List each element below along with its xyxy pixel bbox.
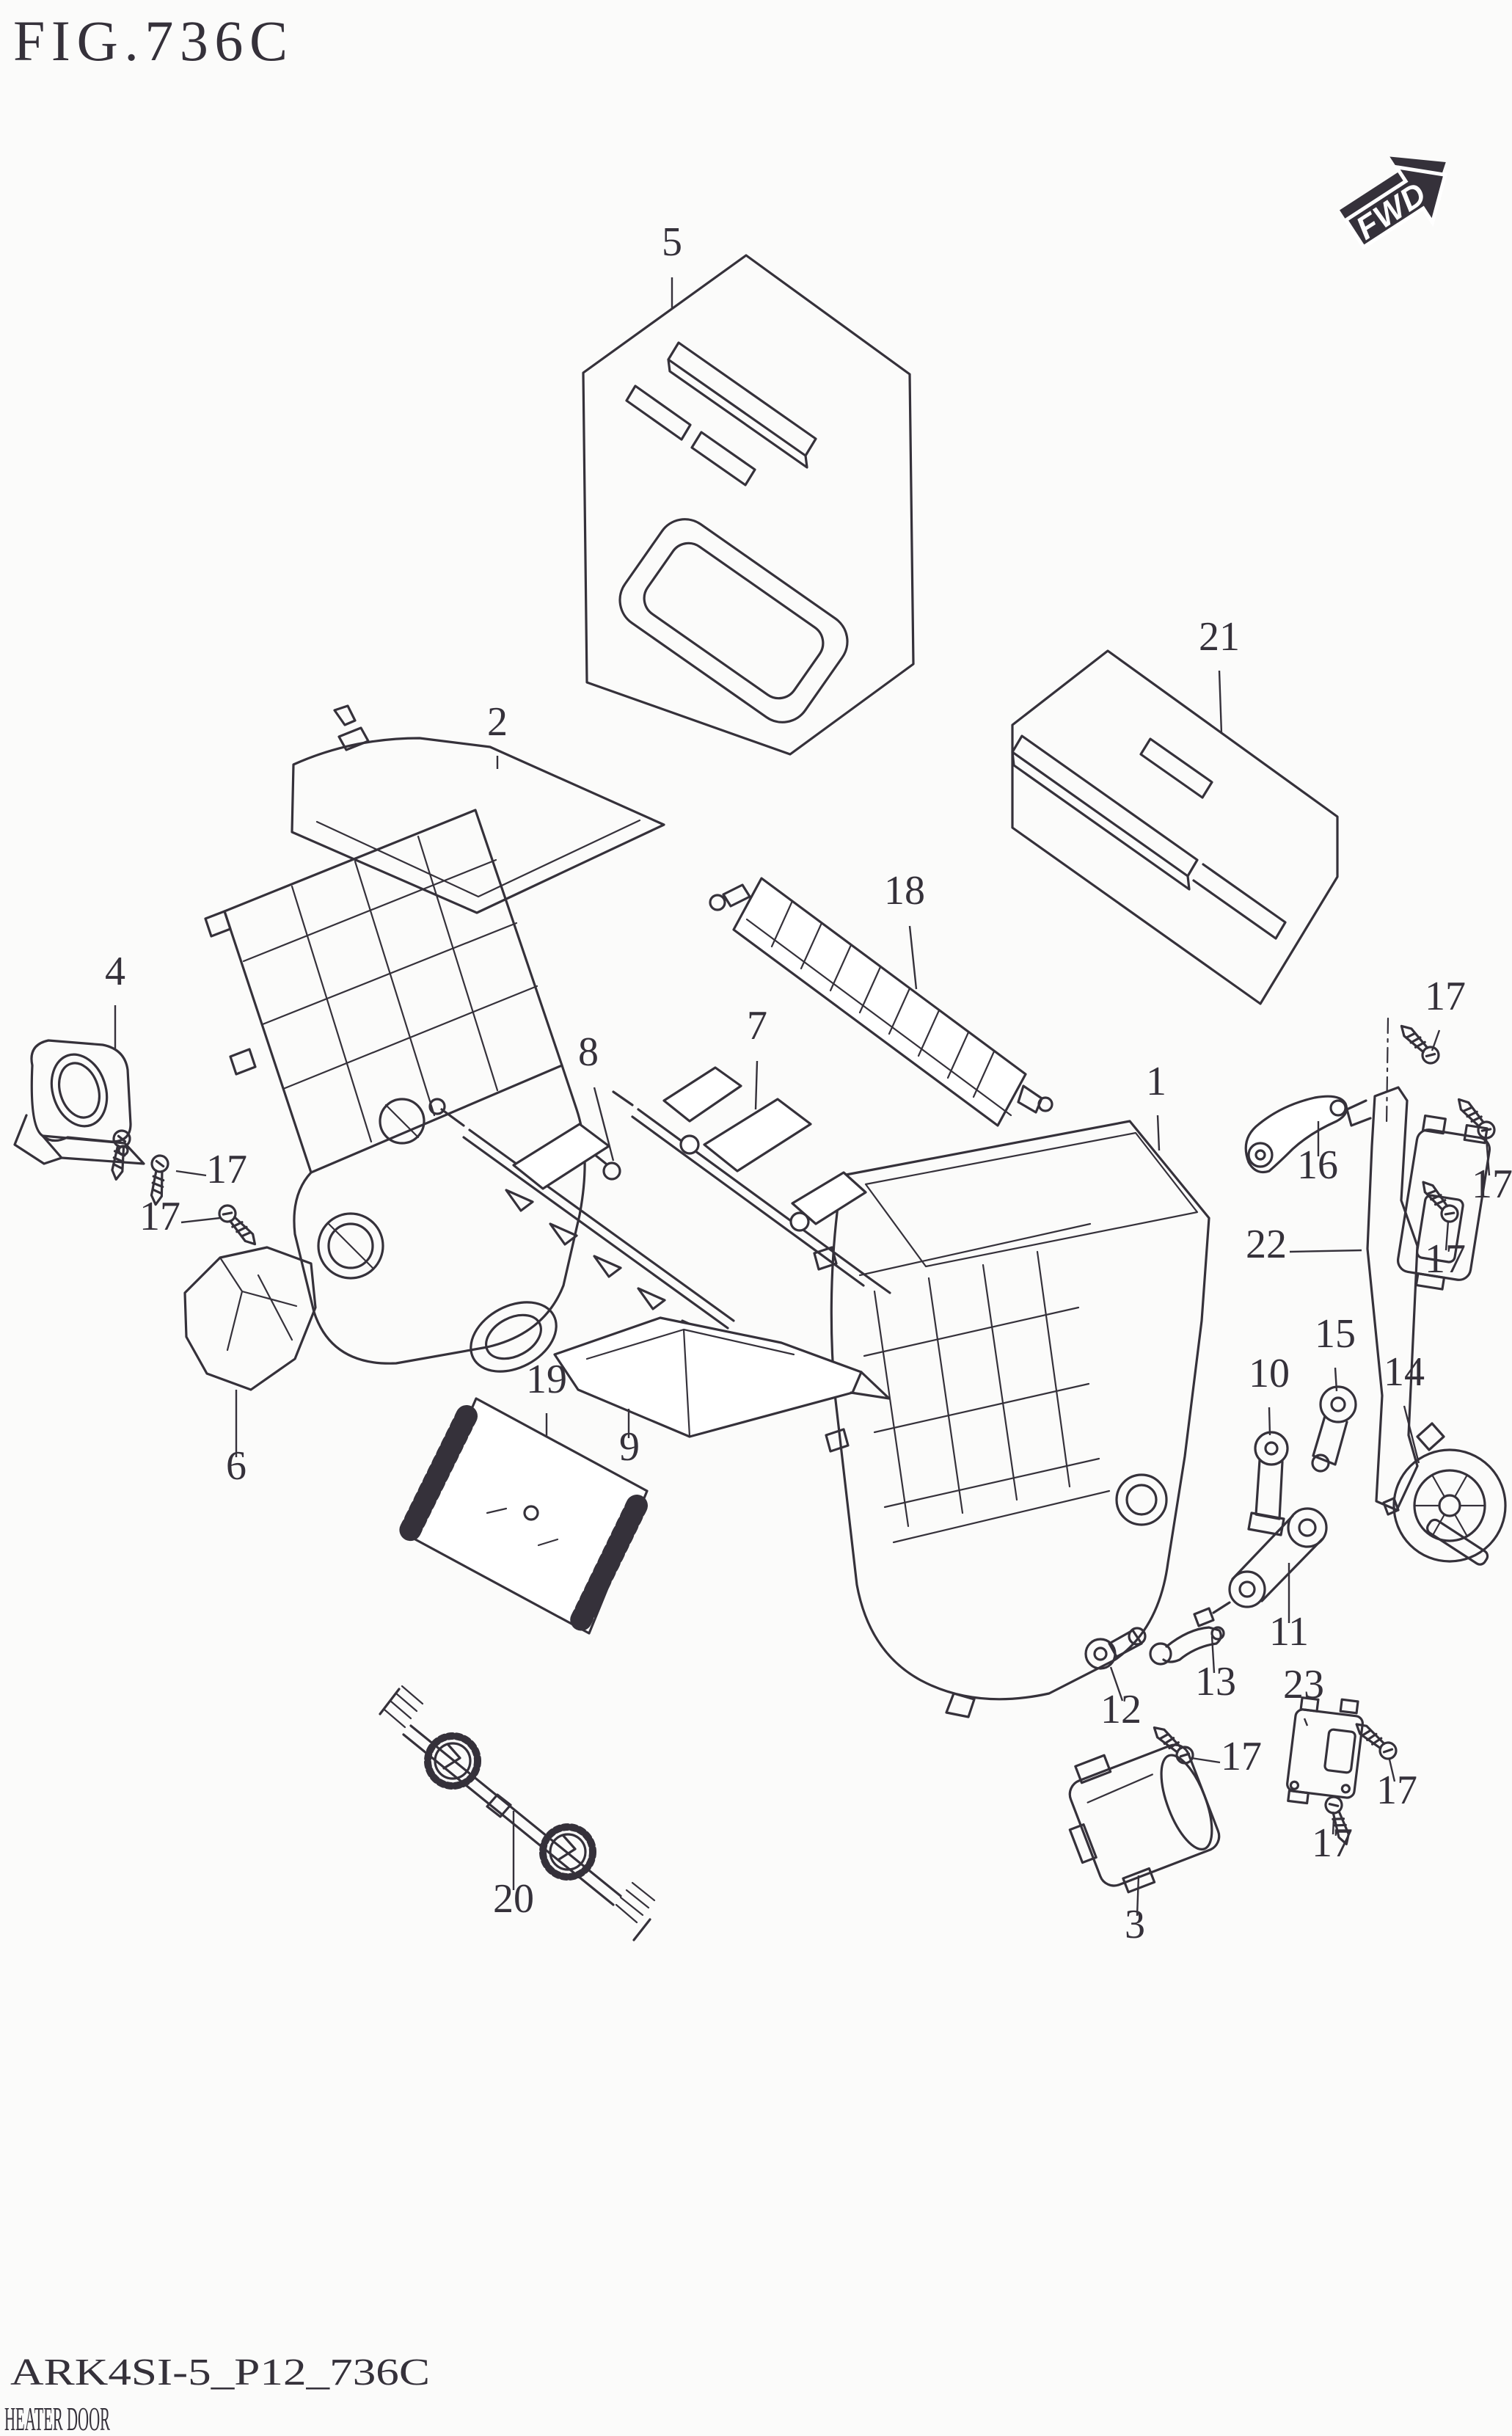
leader-line-23	[1303, 1718, 1309, 1726]
part-callout-14: 14	[1384, 1349, 1425, 1395]
part-callout-22: 22	[1246, 1222, 1287, 1267]
part-13-link-arm	[1149, 1626, 1225, 1666]
part-14-link-cover	[1382, 1422, 1507, 1566]
part-18-damper-door	[709, 877, 1053, 1127]
part-20-gear-shaft	[379, 1685, 656, 1941]
leader-line-17b	[1485, 1138, 1491, 1176]
leader-line-17g	[1388, 1759, 1396, 1782]
leader-line-7	[754, 1060, 759, 1110]
part-callout-16: 16	[1297, 1142, 1338, 1188]
leader-line-17f	[1191, 1757, 1221, 1764]
part-callout-15: 15	[1315, 1311, 1356, 1357]
leader-line-22	[1289, 1249, 1362, 1253]
figure-caption: HEATER DOOR	[4, 2400, 110, 2436]
part-callout-17h: 17	[1312, 1820, 1353, 1866]
leader-line-3	[1136, 1875, 1140, 1917]
part-callout-17g: 17	[1376, 1768, 1417, 1813]
leader-line-14	[1403, 1405, 1420, 1464]
part-8-door-shaft-assembly	[428, 1098, 735, 1343]
part-callout-4: 4	[105, 949, 125, 994]
part-callout-13: 13	[1195, 1659, 1236, 1704]
part-callout-10: 10	[1249, 1351, 1290, 1396]
screw-icon-3	[1415, 1175, 1463, 1227]
part-6-case-piece	[183, 1246, 317, 1391]
part-10-crank-lever	[1247, 1431, 1289, 1536]
part-16-lever-arm	[1244, 1095, 1348, 1174]
part-callout-6: 6	[226, 1443, 246, 1489]
leader-line-10	[1268, 1407, 1271, 1436]
leader-line-17h	[1332, 1817, 1335, 1835]
leader-line-13	[1210, 1635, 1216, 1674]
part-20-gear-rear	[539, 1823, 596, 1881]
part-callout-17d: 17	[206, 1147, 247, 1192]
leader-line-8	[593, 1087, 615, 1162]
part-12-crank-lever	[1084, 1627, 1147, 1670]
part-callout-21: 21	[1199, 614, 1240, 660]
leader-line-17e	[180, 1217, 221, 1224]
leader-line-17a	[1431, 1029, 1441, 1051]
part-callout-17c: 17	[1425, 1236, 1466, 1282]
part-9-air-guide	[553, 1316, 891, 1438]
part-callout-17a: 17	[1425, 974, 1466, 1019]
part-callout-17b: 17	[1472, 1162, 1512, 1207]
part-22-actuator-bracket	[1345, 1017, 1491, 1511]
part-callout-3: 3	[1125, 1902, 1145, 1947]
figure-code: ARK4SI-5_P12_736C	[10, 2352, 430, 2393]
part-5-seal-kit-box	[582, 254, 915, 756]
part-2-heater-case-left	[204, 704, 665, 1373]
part-19-heater-core	[397, 1397, 649, 1635]
part-callout-5: 5	[662, 219, 682, 265]
leader-line-17d	[175, 1170, 207, 1177]
part-11-link-lever	[1193, 1507, 1328, 1627]
part-callout-18: 18	[884, 868, 925, 914]
leader-line-1	[1156, 1115, 1161, 1151]
screw-icon-6	[214, 1200, 263, 1251]
leader-line-21	[1218, 670, 1223, 734]
part-callout-1: 1	[1146, 1059, 1166, 1104]
leader-line-17c	[1445, 1220, 1450, 1251]
part-5-gasket-ring	[618, 518, 849, 723]
part-21-seal-kit-box	[1011, 649, 1339, 1005]
leader-line-12	[1109, 1666, 1124, 1702]
diagram-line-art	[13, 254, 1507, 1941]
leader-line-18	[908, 925, 918, 990]
part-callout-17e: 17	[139, 1194, 180, 1239]
part-callout-7: 7	[747, 1003, 767, 1049]
part-1-heater-case-right	[813, 1120, 1210, 1718]
part-callout-12: 12	[1100, 1687, 1142, 1732]
figure-title: FIG.736C	[13, 9, 288, 73]
part-callout-11: 11	[1269, 1609, 1309, 1655]
part-callout-9: 9	[619, 1424, 640, 1470]
part-15-crank-lever	[1311, 1385, 1357, 1473]
part-callout-19: 19	[526, 1357, 567, 1402]
part-23-actuator	[1286, 1696, 1364, 1805]
part-callout-17f: 17	[1221, 1734, 1262, 1779]
part-callout-20: 20	[493, 1876, 534, 1922]
part-callout-8: 8	[578, 1029, 599, 1075]
fwd-arrow-icon: FWD	[1340, 156, 1448, 250]
part-callout-2: 2	[487, 699, 508, 745]
part-7-door-shaft-assembly	[612, 1066, 891, 1294]
part-20-gear-front	[424, 1732, 481, 1790]
leader-line-15	[1334, 1367, 1338, 1392]
part-callout-23: 23	[1283, 1662, 1324, 1707]
part-3-heater-door	[1068, 1743, 1221, 1894]
